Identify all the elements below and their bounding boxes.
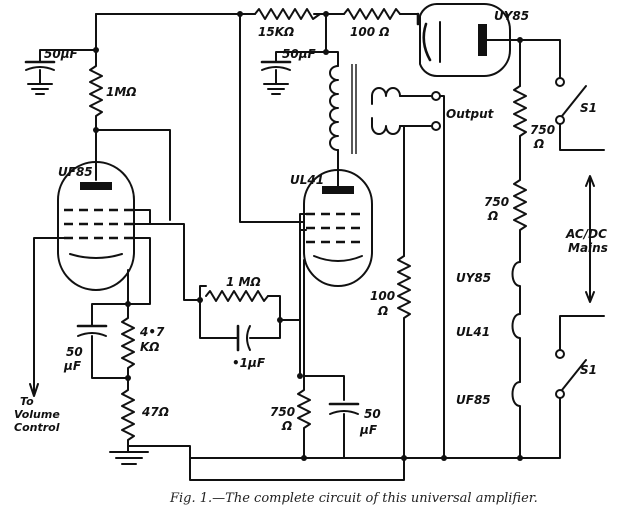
resistor-100-output: 100 Ω	[370, 255, 411, 451]
svg-text:4•7: 4•7	[139, 325, 165, 339]
svg-text:Mains: Mains	[568, 241, 608, 255]
resistor-1m-feedback: 1 MΩ	[205, 275, 269, 302]
capacitor-50uf-cathode: 50 μF	[303, 375, 381, 447]
svg-text:Ω: Ω	[377, 304, 388, 318]
valve-uf85-label: UF85	[58, 165, 93, 179]
svg-text:750: 750	[530, 123, 555, 137]
svg-text:100: 100	[370, 289, 395, 303]
resistor-15k: 15KΩ	[254, 8, 321, 39]
svg-text:50: 50	[364, 407, 381, 421]
resistor-15k-label: 15KΩ	[258, 25, 294, 39]
svg-text:S1: S1	[580, 101, 597, 115]
svg-text:KΩ: KΩ	[140, 340, 160, 354]
svg-text:μF: μF	[63, 359, 82, 373]
capacitor-01uf: •1μF	[231, 319, 281, 370]
valve-ul41: UL41	[290, 169, 373, 287]
svg-text:750: 750	[270, 405, 295, 419]
resistor-4k7: 4•7 KΩ	[121, 303, 165, 379]
switch-s1-top: S1	[555, 77, 605, 151]
resistor-1m-anode-label: 1MΩ	[106, 85, 137, 99]
svg-text:Volume: Volume	[14, 408, 60, 421]
heater-ul41-label: UL41	[456, 325, 490, 339]
capacitor-50uf-topleft: 50μF	[24, 47, 97, 95]
svg-text:To: To	[20, 395, 34, 408]
resistor-100-top-label: 100 Ω	[350, 25, 389, 39]
svg-text:Ω: Ω	[487, 209, 498, 223]
earth-symbol	[109, 445, 149, 465]
top-ht-rail	[93, 11, 419, 53]
output-label: Output	[446, 107, 495, 121]
resistor-750-cathode: 750 Ω	[270, 259, 311, 447]
svg-text:Ω: Ω	[533, 137, 544, 151]
valve-uy85-label: UY85	[494, 9, 529, 23]
resistor-750-a: 750 Ω	[513, 85, 555, 167]
valve-uf85: UF85	[29, 161, 151, 397]
output-transformer: 50μF	[260, 13, 401, 154]
resistor-1m-anode: 1MΩ	[89, 51, 171, 221]
svg-text:Control: Control	[14, 421, 60, 434]
bottom-rail	[189, 445, 561, 481]
heater-chain: 750 Ω 750 Ω UY85 UL41 UF85	[456, 39, 555, 451]
volume-control-label: To Volume Control	[14, 395, 60, 434]
svg-text:μF: μF	[359, 423, 378, 437]
svg-text:•1μF: •1μF	[232, 356, 266, 370]
svg-text:750: 750	[484, 195, 509, 209]
svg-text:1 MΩ: 1 MΩ	[226, 275, 261, 289]
switch-s1-bottom: S1	[555, 315, 605, 451]
figure-caption: Fig. 1.—The complete circuit of this uni…	[169, 491, 538, 506]
svg-text:Ω: Ω	[281, 419, 292, 433]
capacitor-50uf-smooth: 50μF	[260, 47, 327, 95]
valve-uy85: UY85	[416, 2, 529, 78]
svg-text:47Ω: 47Ω	[141, 405, 169, 419]
svg-text:50: 50	[66, 345, 83, 359]
svg-text:50μF: 50μF	[282, 47, 317, 61]
heater-uf85-label: UF85	[456, 393, 491, 407]
svg-text:AC/DC: AC/DC	[565, 227, 607, 241]
resistor-100-top: 100 Ω	[343, 8, 401, 39]
capacitor-50uf-left: 50 μF	[63, 324, 129, 379]
capacitor-50uf-topleft-label: 50μF	[44, 47, 79, 61]
mains-label: AC/DC Mains	[565, 175, 608, 303]
heater-uy85-label: UY85	[456, 271, 491, 285]
resistor-750-b: 750 Ω	[484, 165, 527, 263]
valve-ul41-label: UL41	[290, 173, 324, 187]
output-terminals: Output	[399, 91, 495, 451]
svg-text:S1: S1	[580, 363, 597, 377]
resistor-47: 47Ω	[121, 377, 169, 447]
feedback-network: 1 MΩ •1μF	[197, 275, 301, 370]
